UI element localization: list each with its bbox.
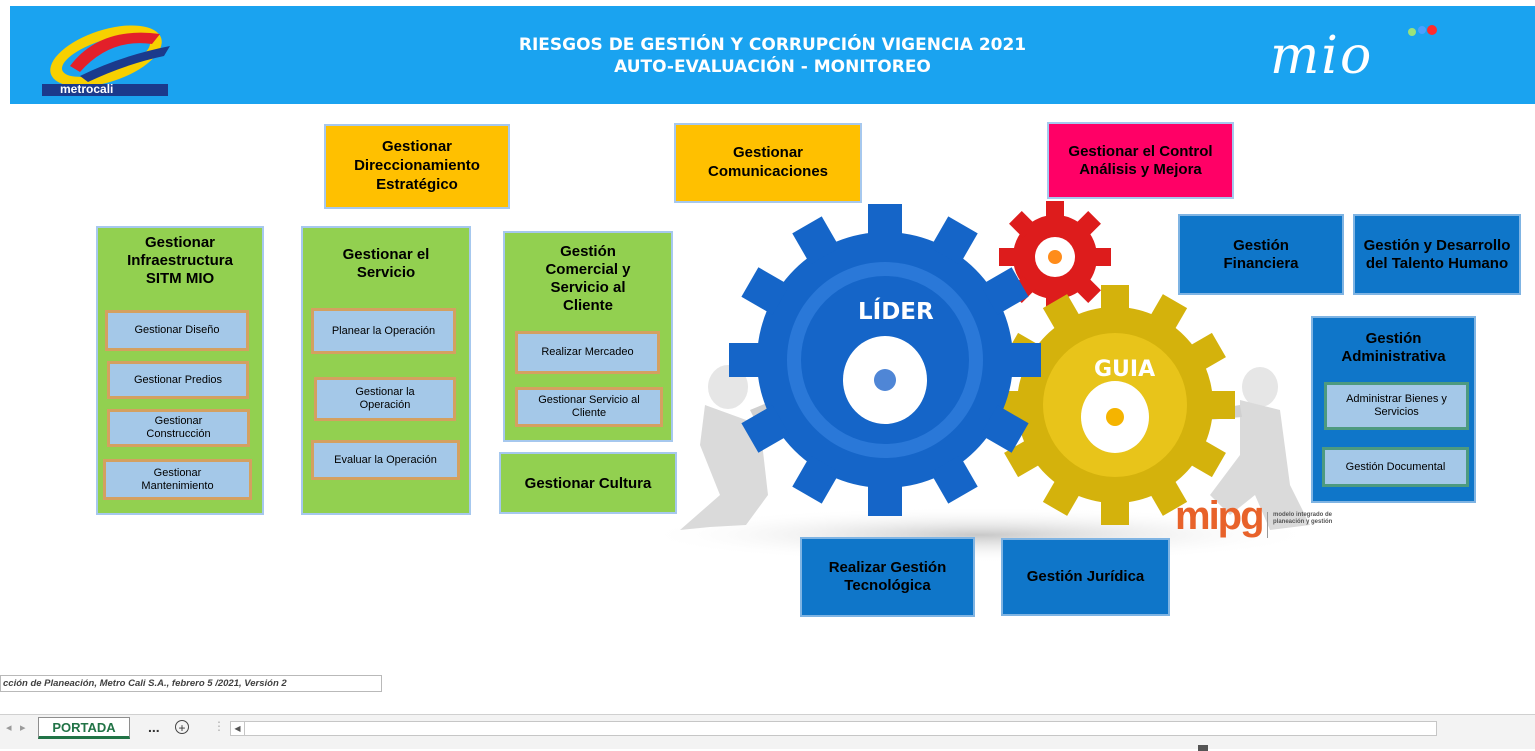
red-gear-icon <box>999 201 1111 313</box>
administrativa-title: Gestión Administrativa <box>1341 330 1446 365</box>
support-box-tecnologica[interactable]: Realizar Gestión Tecnológica <box>800 537 975 617</box>
horizontal-scrollbar[interactable]: ◀ <box>230 721 1437 736</box>
sheet-tab-bar: ◂ ▸ ... + ⋮ ◀ <box>0 714 1535 751</box>
credit-cell[interactable]: cción de Planeación, Metro Cali S.A., fe… <box>0 675 382 692</box>
metrocali-logo: metrocali <box>40 16 180 96</box>
mio-logo: mio <box>1260 20 1460 90</box>
view-normal-icon[interactable] <box>1198 745 1208 751</box>
gear-label-lider: LÍDER <box>858 299 934 325</box>
sub-gestionar-operacion[interactable]: Gestionar la Operación <box>314 377 456 421</box>
scroll-left-arrow-icon[interactable]: ◀ <box>231 722 245 735</box>
more-tabs-button[interactable]: ... <box>148 719 160 735</box>
sub-realizar-mercadeo[interactable]: Realizar Mercadeo <box>515 331 660 374</box>
sub-evaluar-operacion[interactable]: Evaluar la Operación <box>311 440 460 480</box>
missional-title-servicio: Gestionar el Servicio <box>342 246 430 281</box>
gear-label-guia: GUIA <box>1094 357 1156 382</box>
sub-gestion-documental[interactable]: Gestión Documental <box>1322 447 1469 487</box>
strategic-box-control[interactable]: Gestionar el Control Análisis y Mejora <box>1047 122 1234 199</box>
mipg-divider <box>1267 512 1268 538</box>
mio-logo-text: mio <box>1270 26 1374 86</box>
page-title-line-2: AUTO-EVALUACIÓN - MONITOREO <box>614 57 931 77</box>
blue-gear-icon <box>729 204 1041 516</box>
tab-splitter[interactable]: ⋮ <box>213 719 225 733</box>
sub-gestionar-predios[interactable]: Gestionar Predios <box>107 361 249 399</box>
support-box-juridica[interactable]: Gestión Jurídica <box>1001 538 1170 616</box>
strategic-box-direccionamiento[interactable]: Gestionar Direccionamiento Estratégico <box>324 124 510 209</box>
cultura-label: Gestionar Cultura <box>524 474 652 492</box>
sheet-tab-portada[interactable]: PORTADA <box>38 717 130 739</box>
sub-planear-operacion[interactable]: Planear la Operación <box>311 308 456 354</box>
missional-title-infraestructura: Gestionar Infraestructura SITM MIO <box>127 234 233 287</box>
yellow-gear-icon <box>995 285 1235 525</box>
tab-scroll-right-icon[interactable]: ▸ <box>20 722 26 734</box>
mipg-tagline: modelo integrado de planeación y gestión <box>1273 512 1333 525</box>
sub-gestionar-mantenimiento[interactable]: Gestionar Mantenimiento <box>103 459 252 500</box>
gears-illustration <box>650 201 1320 563</box>
support-box-talento-humano[interactable]: Gestión y Desarrollo del Talento Humano <box>1353 214 1521 295</box>
sub-servicio-cliente[interactable]: Gestionar Servicio al Cliente <box>515 387 663 427</box>
tab-scroll-left-icon[interactable]: ◂ <box>6 722 12 734</box>
metrocali-logo-text: metrocali <box>60 82 114 96</box>
page-title-line-1: RIESGOS DE GESTIÓN Y CORRUPCIÓN VIGENCIA… <box>518 35 1027 55</box>
sub-gestionar-construccion[interactable]: Gestionar Construcción <box>107 409 250 447</box>
mipg-logo: mipg <box>1175 494 1265 538</box>
sub-gestionar-diseno[interactable]: Gestionar Diseño <box>105 310 249 351</box>
header-banner: metrocali RIESGOS DE GESTIÓN Y CORRUPCIÓ… <box>10 6 1535 104</box>
support-box-financiera[interactable]: Gestión Financiera <box>1178 214 1344 295</box>
add-sheet-button[interactable]: + <box>175 720 189 735</box>
sub-administrar-bienes[interactable]: Administrar Bienes y Servicios <box>1324 382 1469 430</box>
missional-title-comercial: Gestión Comercial y Servicio al Cliente <box>545 243 631 314</box>
strategic-box-comunicaciones[interactable]: Gestionar Comunicaciones <box>674 123 862 203</box>
missional-box-cultura[interactable]: Gestionar Cultura <box>499 452 677 514</box>
